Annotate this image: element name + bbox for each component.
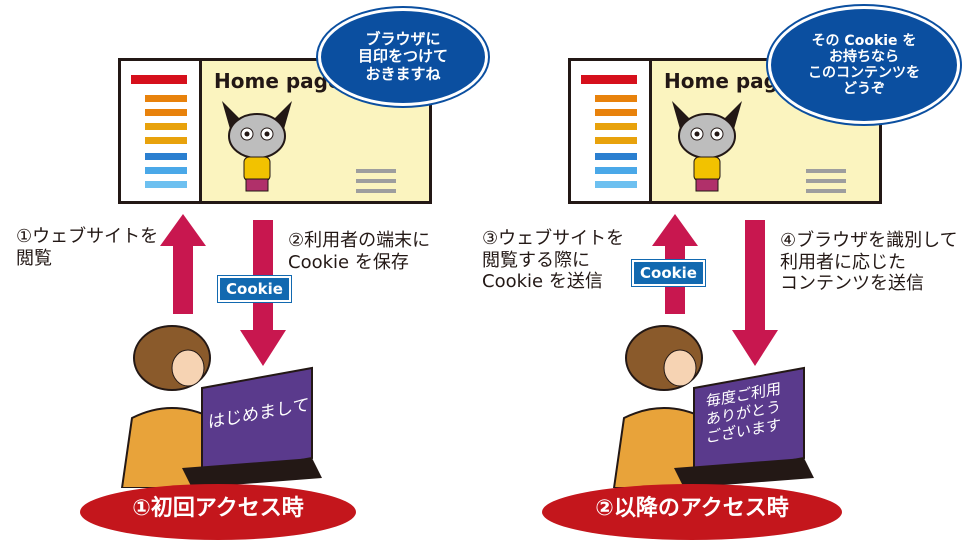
homepage-browser-right: Home page <box>568 58 882 204</box>
homepage-title: Home page <box>214 69 342 93</box>
sidebar-menu <box>121 61 202 201</box>
cat-mascot-icon <box>672 101 742 192</box>
cookie-badge-left: Cookie <box>218 276 291 302</box>
user-at-laptop-right-icon <box>612 325 814 488</box>
sidebar-menu <box>571 61 652 201</box>
user-at-laptop-left-icon <box>120 325 322 488</box>
label-send-cookie: ③ウェブサイトを 閲覧する際に Cookie を送信 <box>482 228 625 293</box>
label-store-cookie: ②利用者の端末に Cookie を保存 <box>288 230 431 273</box>
label-identify-browser: ④ブラウザを識別して 利用者に応じた コンテンツを送信 <box>780 230 958 295</box>
arrow-down-right-icon <box>732 220 778 366</box>
caption-first-access: ①初回アクセス時 <box>80 484 356 540</box>
arrow-up-left-icon <box>160 214 206 314</box>
cookie-badge-right: Cookie <box>632 260 705 286</box>
label-browse: ①ウェブサイトを 閲覧 <box>16 226 159 269</box>
cat-mascot-icon <box>222 101 292 192</box>
speech-bubble-left: ブラウザに 目印をつけて おきますね <box>318 8 488 106</box>
speech-bubble-right: その Cookie を お持ちなら このコンテンツを どうぞ <box>768 6 960 124</box>
caption-repeat-access: ②以降のアクセス時 <box>542 484 842 540</box>
